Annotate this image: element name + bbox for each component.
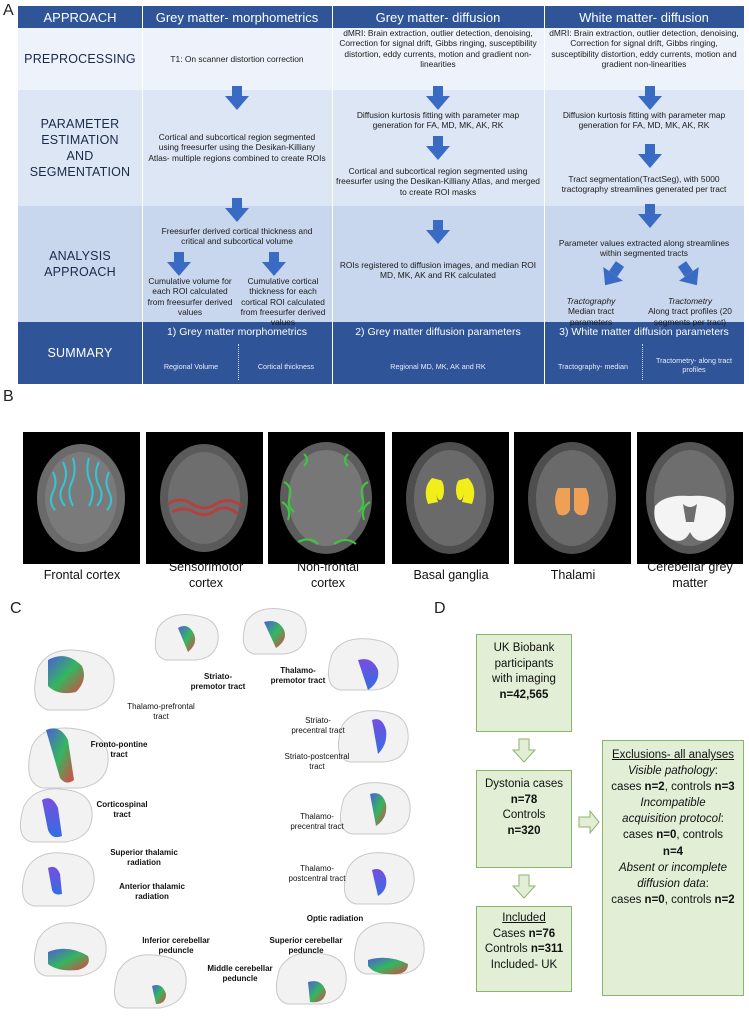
header-gm-morph: Grey matter- morphometrics — [142, 6, 332, 28]
arrow-down-icon — [167, 252, 191, 276]
tract-striato-precentral: Striato-precentral tract — [291, 716, 345, 735]
brain-outline-icon — [337, 710, 409, 763]
mri-thalami — [514, 432, 631, 564]
analysis-gm-morph-right: Cumulative cortical thickness for each c… — [240, 276, 326, 327]
row-label-analysis: ANALYSIS APPROACH — [44, 248, 116, 279]
arrow-down-icon — [262, 252, 286, 276]
tract-superior-thalamic: Superior thalamic radiation — [110, 848, 178, 867]
arrow-down-icon — [426, 220, 450, 244]
analysis-gm-morph-top: Freesurfer derived cortical thickness an… — [161, 226, 313, 247]
panel-letter-c: C — [10, 600, 22, 617]
pre-gm-diff: dMRI: Brain extraction, outlier detectio… — [339, 28, 537, 69]
box-exclusions: Exclusions- all analyses Visible patholo… — [602, 740, 744, 996]
label-sensorimotor-cortex: Sensorimotor cortex — [168, 560, 244, 590]
label-non-frontal-cortex: Non-frontal cortex — [297, 560, 359, 590]
tract-fronto-pontine: Fronto-pontine tract — [90, 740, 148, 759]
flow-arrows — [167, 86, 699, 286]
header-gm-diff: Grey matter- diffusion — [332, 6, 544, 28]
row-label-summary: SUMMARY — [47, 345, 113, 360]
arrow-down-icon — [225, 198, 249, 222]
pre-gm-morph: T1: On scanner distortion correction — [170, 54, 304, 64]
arrow-diag-right-icon — [677, 261, 699, 286]
tract-brains — [19, 608, 425, 1009]
mri-basal-ganglia — [392, 432, 509, 564]
methods-table: APPROACH Grey matter- morphometrics Grey… — [18, 6, 744, 384]
param-gm-diff-2: Cortical and subcortical region segmente… — [336, 166, 540, 197]
tract-optic-radiation: Optic radiation — [306, 914, 364, 923]
arrow-down-icon — [512, 738, 536, 763]
summary-gm-diff-sub: Regional MD, MK, AK and RK — [390, 362, 486, 371]
summary-wm-left: Tractography- median — [557, 362, 629, 371]
mri-frontal-cortex — [23, 432, 140, 564]
box-uk-biobank: UK Biobank participants with imaging n=4… — [476, 634, 572, 732]
mri-cerebellar-grey-matter — [637, 432, 743, 564]
analysis-wm-top: Parameter values extracted along streaml… — [558, 238, 730, 259]
mri-sensorimotor-cortex — [146, 432, 263, 564]
tract-superior-cerebellar: Superior cerebellar peduncle — [269, 936, 343, 955]
label-basal-ganglia: Basal ganglia — [413, 568, 489, 582]
analysis-gm-morph-left: Cumulative volume for each ROI calculate… — [147, 276, 233, 317]
arrow-diag-left-icon — [603, 261, 625, 286]
summary-wm-diff-title: 3) White matter diffusion parameters — [559, 326, 729, 338]
band-preprocessing — [18, 28, 744, 90]
tract-anterior-thalamic: Anterior thalamic radiation — [119, 882, 185, 901]
param-gm-morph: Cortical and subcortical region segmente… — [148, 132, 326, 163]
summary-gm-morph-right: Cortical thickness — [257, 362, 315, 371]
header-wm-diff: White matter- diffusion — [544, 6, 744, 28]
arrow-right-icon — [578, 810, 600, 834]
label-thalami: Thalami — [550, 568, 596, 582]
row-label-parameter: PARAMETER ESTIMATION AND SEGMENTATION — [29, 116, 131, 180]
arrow-down-icon — [426, 136, 450, 160]
tract-corticospinal: Corticospinal tract — [96, 800, 148, 819]
arrow-down-icon — [512, 874, 536, 899]
tract-thalamo-premotor: Thalamo-premotor tract — [270, 666, 326, 685]
label-frontal-cortex: Frontal cortex — [43, 568, 121, 582]
band-summary — [18, 322, 744, 384]
panel-letter-b: B — [3, 388, 14, 405]
tract-thalamo-prefrontal: Thalamo-prefrontal tract — [127, 702, 195, 721]
brain-outline-icon — [275, 952, 347, 1005]
label-cerebellar-grey-matter: Cerebellar grey matter — [647, 560, 733, 590]
tract-striato-postcentral: Striato-postcentral tract — [284, 752, 350, 771]
analysis-gm-diff: ROIs registered to diffusion images, and… — [339, 260, 537, 281]
brain-outline-icon — [113, 954, 187, 1009]
arrow-down-icon — [638, 144, 662, 168]
arrow-down-icon — [426, 86, 450, 110]
tract-middle-cerebellar: Middle cerebellar peduncle — [207, 964, 273, 983]
header-approach: APPROACH — [18, 6, 142, 28]
box-dystonia-controls: Dystonia cases n=78 Controls n=320 — [476, 770, 572, 868]
param-wm-diff-2: Tract segmentation(TractSeg), with 5000 … — [561, 174, 727, 195]
tract-inferior-cerebellar: Inferior cerebellar peduncle — [142, 936, 210, 955]
arrow-down-icon — [638, 204, 662, 228]
panel-letter-d: D — [434, 600, 446, 617]
arrow-down-icon — [638, 86, 662, 110]
box-included: Included Cases n=76 Controls n=311 Inclu… — [476, 906, 572, 992]
summary-gm-morph-left: Regional Volume — [163, 362, 219, 371]
summary-gm-diff-title: 2) Grey matter diffusion parameters — [355, 326, 521, 338]
mri-non-frontal-cortex — [268, 432, 385, 564]
row-label-preprocessing: PREPROCESSING — [24, 51, 136, 66]
band-analysis — [18, 206, 744, 322]
arrow-down-icon — [225, 86, 249, 110]
summary-wm-right: Tractometry- along tract profiles — [655, 356, 733, 374]
tract-thalamo-precentral: Thalamo-precentral tract — [290, 812, 344, 831]
pre-wm-diff: dMRI: Brain extraction, outlier detectio… — [549, 28, 739, 69]
tract-striato-premotor: Striato-premotor tract — [190, 672, 246, 691]
param-wm-diff-1: Diffusion kurtosis fitting with paramete… — [562, 110, 726, 131]
panel-letter-a: A — [3, 2, 14, 19]
summary-gm-morph-title: 1) Grey matter morphometrics — [166, 326, 308, 338]
param-gm-diff-1: Diffusion kurtosis fitting with paramete… — [356, 110, 520, 131]
tract-thalamo-postcentral: Thalamo-postcentral tract — [288, 864, 346, 883]
band-parameter — [18, 90, 744, 206]
